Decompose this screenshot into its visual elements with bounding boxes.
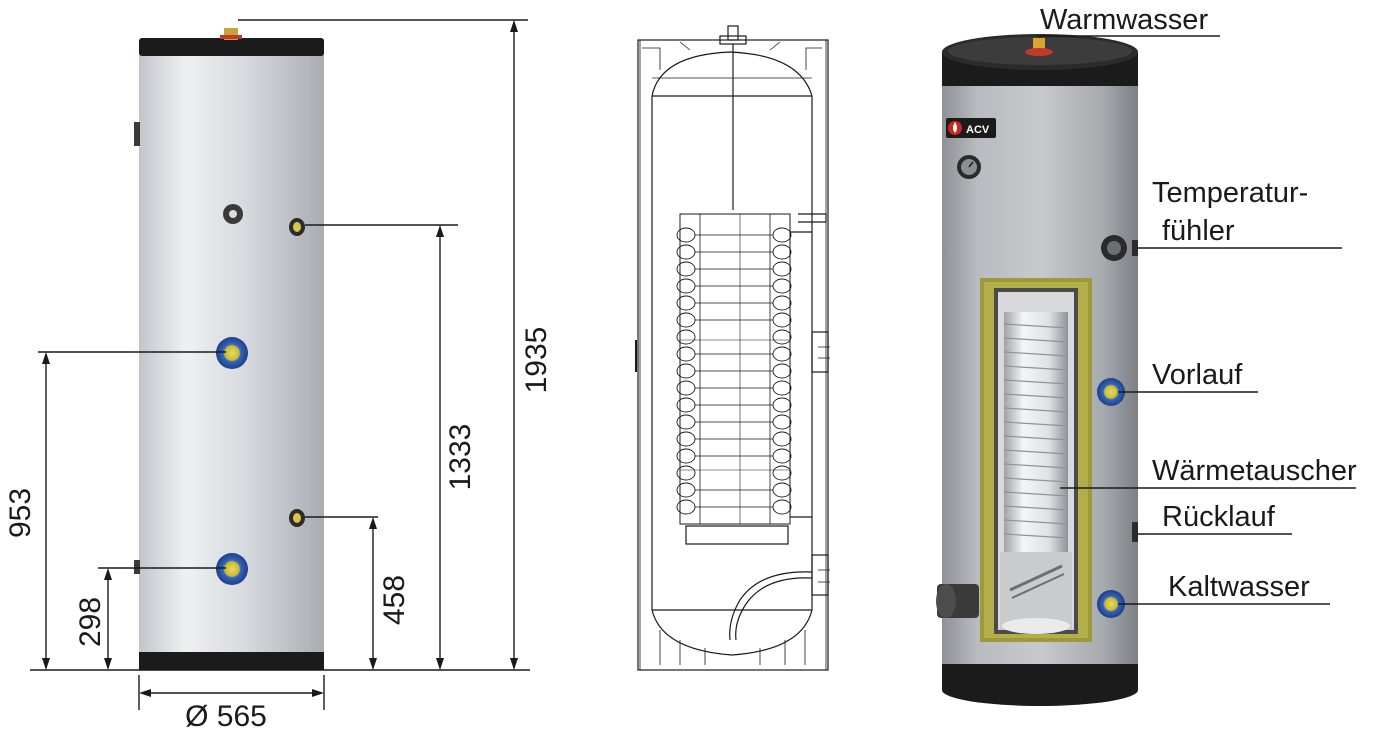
- left-side-stub-icon: [134, 122, 140, 146]
- section-coil-base-plate: [685, 525, 789, 545]
- heat-exchanger-coil: [1004, 312, 1068, 552]
- left-sensor-center-icon: [229, 210, 237, 218]
- left-cold-port-icon: [216, 553, 248, 585]
- label-temperatur-line2: fühler: [1162, 215, 1235, 247]
- left-dimension-lines: [30, 19, 530, 710]
- left-elevation-view: 1935 1333 953 458 298 Ø 565: [4, 19, 553, 729]
- left-upper-small-port-core-icon: [293, 222, 301, 232]
- section-cold-dip-pipe: [729, 571, 813, 641]
- dim-total-height: 1935: [520, 327, 553, 394]
- label-ruecklauf: Rücklauf: [1162, 501, 1276, 533]
- section-coil-turns: [676, 227, 792, 515]
- left-top-cap: [139, 38, 324, 56]
- vorlauf-port-icon: [1097, 378, 1125, 406]
- section-flow-fitting-icon: [790, 213, 827, 233]
- right-3d-view: ACV: [936, 4, 1357, 706]
- dim-return-port: 458: [378, 575, 411, 625]
- section-top-dome: [651, 51, 813, 97]
- middle-section-view: [635, 25, 830, 671]
- left-bottom-stub-icon: [134, 560, 140, 574]
- section-cold-fitting-icon: [811, 554, 829, 596]
- left-bottom-base: [139, 652, 324, 670]
- left-top-outlet-red-ring-icon: [220, 35, 242, 39]
- section-sensor-fitting-icon: [811, 331, 829, 373]
- inner-tank-lower: [1000, 552, 1072, 630]
- left-flow-port-icon: [216, 337, 248, 369]
- heat-exchanger-coil-turns: [1003, 323, 1069, 539]
- dim-cold-port: 298: [74, 597, 107, 647]
- acv-flame-inner-icon: [953, 122, 957, 133]
- section-top-outlet-icon: [727, 25, 739, 41]
- label-temperatur-line1: Temperatur-: [1152, 177, 1308, 209]
- brand-name: ACV: [966, 124, 990, 136]
- left-dimension-arrowheads: [42, 20, 518, 697]
- kaltwasser-port-icon: [1097, 590, 1125, 618]
- label-kaltwasser: Kaltwasser: [1168, 571, 1310, 603]
- ruecklauf-port-icon: [1132, 522, 1138, 542]
- label-waermetauscher: Wärmetauscher: [1152, 455, 1357, 487]
- section-coil-frame: [679, 213, 791, 525]
- left-lower-small-port-core-icon: [293, 513, 301, 523]
- dim-flow-port: 953: [4, 488, 37, 538]
- dim-diameter: Ø 565: [185, 700, 267, 729]
- section-bottom-dome: [651, 609, 813, 656]
- right-leader-lines: [1039, 35, 1356, 605]
- label-vorlauf: Vorlauf: [1152, 359, 1243, 391]
- dim-coil-upper: 1333: [444, 424, 477, 491]
- label-warmwasser: Warmwasser: [1040, 4, 1208, 36]
